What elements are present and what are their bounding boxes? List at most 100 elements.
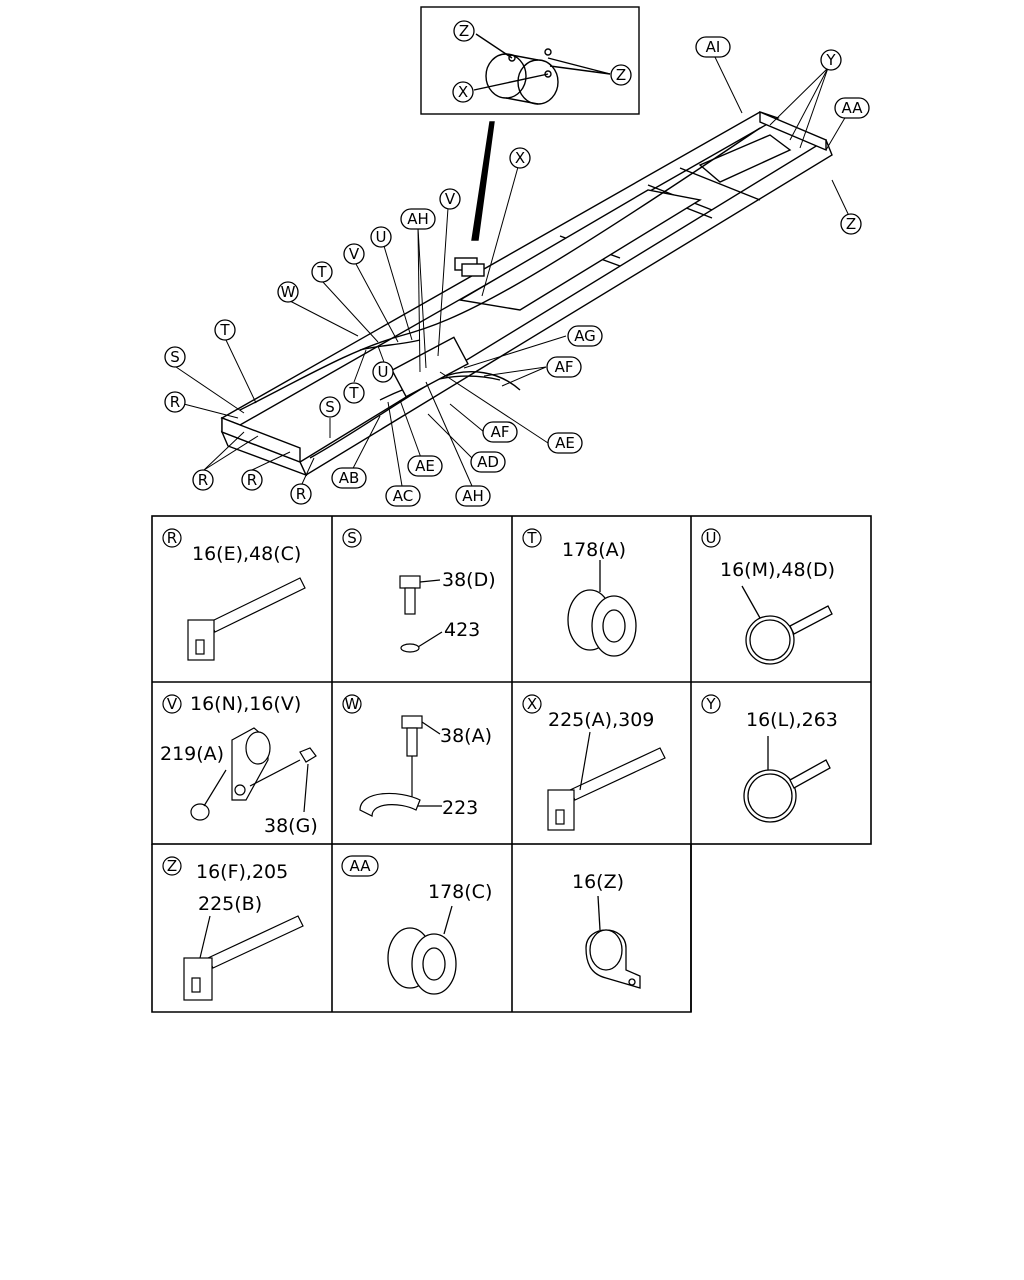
- svg-text:AH: AH: [407, 210, 429, 228]
- svg-text:R: R: [198, 471, 208, 489]
- callout-x: X: [509, 147, 531, 169]
- legend-cell-16z: 16(Z): [572, 871, 641, 989]
- svg-text:AB: AB: [339, 469, 360, 487]
- callout-ae: AE: [407, 455, 443, 477]
- svg-text:AF: AF: [555, 358, 574, 376]
- callout-z: Z: [453, 20, 475, 42]
- callout-t: T: [343, 382, 365, 404]
- svg-text:AG: AG: [574, 327, 596, 345]
- bracket-clip-icon: [190, 727, 317, 821]
- part-number: 38(A): [440, 725, 492, 747]
- svg-text:S: S: [347, 529, 357, 547]
- part-number: 38(D): [442, 569, 496, 591]
- bolt-clip-icon: [359, 715, 442, 817]
- svg-text:U: U: [378, 363, 389, 381]
- svg-text:W: W: [345, 695, 360, 713]
- callout-u: U: [372, 361, 394, 383]
- part-number: 178(A): [562, 539, 626, 561]
- grommet-icon: [387, 905, 457, 995]
- svg-text:R: R: [170, 393, 180, 411]
- part-number: 16(F),205: [196, 861, 288, 883]
- svg-text:Z: Z: [616, 66, 626, 84]
- svg-text:T: T: [526, 529, 537, 547]
- callout-ai: AI: [695, 36, 731, 58]
- svg-text:T: T: [348, 384, 359, 402]
- callout-v: V: [343, 243, 365, 265]
- callout-ae: AE: [547, 432, 583, 454]
- callout-x: X: [452, 81, 474, 103]
- svg-text:Y: Y: [825, 51, 836, 69]
- callout-ab: AB: [331, 467, 367, 489]
- svg-text:R: R: [167, 529, 177, 547]
- callout-af: AF: [482, 421, 518, 443]
- callout-z: Z: [840, 213, 862, 235]
- svg-text:AA: AA: [842, 99, 864, 117]
- grommet-icon: [567, 560, 637, 657]
- svg-text:V: V: [167, 695, 178, 713]
- cable-tie-icon: [183, 915, 304, 1001]
- svg-text:AH: AH: [462, 487, 484, 505]
- callout-ad: AD: [470, 451, 506, 473]
- svg-text:V: V: [445, 190, 456, 208]
- callout-r: R: [164, 391, 186, 413]
- svg-text:X: X: [515, 149, 525, 167]
- svg-text:U: U: [376, 228, 387, 246]
- clamp-icon: [741, 585, 833, 665]
- callout-z: Z: [610, 64, 632, 86]
- legend-cell-x: X 225(A),309: [522, 694, 666, 831]
- svg-text:S: S: [170, 348, 180, 366]
- part-number: 225(B): [198, 893, 262, 915]
- svg-text:X: X: [527, 695, 537, 713]
- part-number: 178(C): [428, 881, 492, 903]
- part-number: 225(A),309: [548, 709, 654, 731]
- part-number: 223: [442, 797, 478, 819]
- callout-w: W: [277, 281, 299, 303]
- callout-t: T: [214, 319, 236, 341]
- callouts: Z Z X AI Y AA Z X: [164, 20, 870, 507]
- svg-text:T: T: [219, 321, 230, 339]
- part-number: 38(G): [264, 815, 318, 837]
- svg-text:AD: AD: [477, 453, 499, 471]
- legend-grid: [151, 515, 872, 1013]
- svg-text:R: R: [247, 471, 257, 489]
- svg-text:X: X: [458, 83, 468, 101]
- callout-r: R: [192, 469, 214, 491]
- callout-ah: AH: [400, 208, 436, 230]
- legend-cell-r: R 16(E),48(C): [162, 528, 306, 661]
- callout-ag: AG: [567, 325, 603, 347]
- callout-af: AF: [546, 356, 582, 378]
- legend-cell-z: Z 16(F),205 225(B): [162, 856, 304, 1001]
- svg-text:AE: AE: [415, 457, 435, 475]
- part-number: 423: [444, 619, 480, 641]
- callout-v: V: [439, 188, 461, 210]
- part-number: 219(A): [160, 743, 224, 765]
- legend-cell-s: S 38(D) 423: [342, 528, 496, 653]
- cable-tie-icon: [547, 731, 666, 831]
- callout-y: Y: [820, 49, 842, 71]
- clamp-icon: [743, 736, 831, 823]
- part-number: 16(Z): [572, 871, 624, 893]
- legend-cell-y: Y 16(L),263: [701, 694, 838, 823]
- svg-text:S: S: [325, 398, 335, 416]
- callout-s: S: [319, 396, 341, 418]
- svg-text:AI: AI: [706, 38, 721, 56]
- svg-text:Z: Z: [846, 215, 856, 233]
- cable-tie-icon: [187, 577, 306, 661]
- callout-r: R: [290, 483, 312, 505]
- p-clamp-icon: [585, 895, 641, 989]
- svg-text:Z: Z: [459, 22, 469, 40]
- svg-text:AA: AA: [350, 857, 372, 875]
- svg-text:AF: AF: [491, 423, 510, 441]
- legend-cell-aa: AA 178(C): [341, 855, 492, 995]
- callout-ac: AC: [385, 485, 421, 507]
- part-number: 16(E),48(C): [192, 543, 301, 565]
- svg-text:Z: Z: [167, 857, 177, 875]
- callout-u: U: [370, 226, 392, 248]
- svg-text:AE: AE: [555, 434, 575, 452]
- legend-cell-v: V 16(N),16(V) 219(A) 38(G): [160, 693, 318, 837]
- part-number: 16(L),263: [746, 709, 838, 731]
- callout-ah: AH: [455, 485, 491, 507]
- callout-s: S: [164, 346, 186, 368]
- svg-text:R: R: [296, 485, 306, 503]
